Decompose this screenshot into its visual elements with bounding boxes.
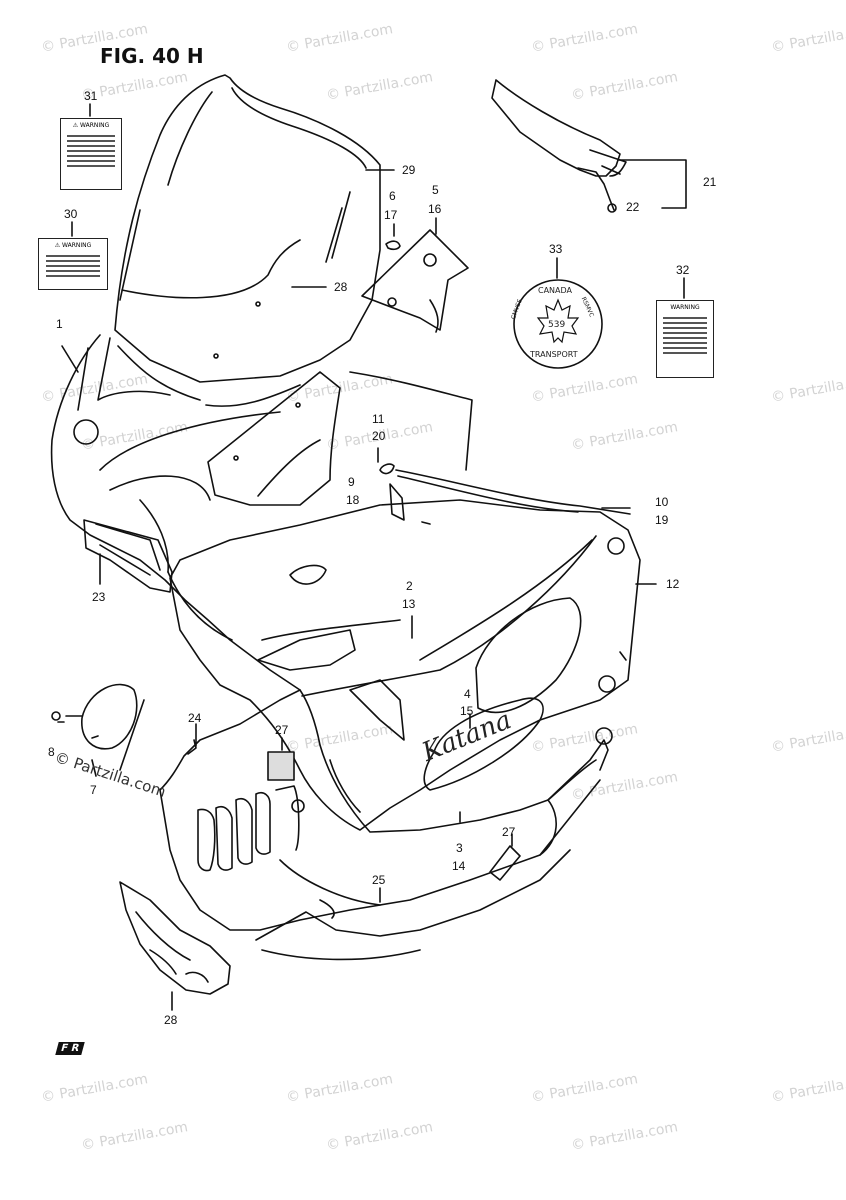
round-cover-part [51, 683, 138, 750]
canada-cmvss-badge [513, 279, 603, 369]
upper-right-trim-part [491, 79, 627, 213]
part-label-24: 24 [188, 711, 202, 725]
part-label-16: 16 [428, 202, 442, 216]
lower-cowl-part [159, 689, 613, 961]
part-label-4: 4 [464, 687, 471, 701]
warning-label-heading: ⚠ WARNING [54, 242, 92, 249]
left-duct-part [83, 519, 173, 593]
warning-label-text-lines [45, 252, 101, 280]
part-label-19: 19 [655, 513, 669, 527]
warning-label-32: WARNING [656, 300, 714, 378]
part-label-3: 3 [456, 841, 463, 855]
windscreen-part [114, 74, 381, 383]
badge-bottom-text: TRANSPORT [530, 350, 578, 359]
warning-label-30: ⚠ WARNING [38, 238, 108, 290]
part-label-6: 6 [389, 189, 396, 203]
part-label-23: 23 [92, 590, 106, 604]
part-label-27b: 27 [502, 825, 516, 839]
part-label-32: 32 [676, 263, 690, 277]
upper-cowl-part [50, 334, 301, 691]
warning-label-heading: WARNING [670, 304, 700, 311]
middle-cowl-part [169, 499, 641, 831]
part-label-8: 8 [48, 745, 55, 759]
part-label-5: 5 [432, 183, 439, 197]
part-label-21: 21 [703, 175, 717, 189]
part-label-14: 14 [452, 859, 466, 873]
part-label-22: 22 [626, 200, 640, 214]
side-plate-part [361, 229, 469, 333]
part-label-28: 28 [334, 280, 348, 294]
part-label-1: 1 [56, 317, 63, 331]
figure-title: FIG. 40 H [100, 44, 204, 68]
part-label-25: 25 [372, 873, 386, 887]
warning-label-heading: ⚠ WARNING [72, 122, 110, 129]
part-label-17: 17 [384, 208, 398, 222]
badge-center-text: 539 [548, 320, 566, 330]
bottom-left-panel-part [119, 881, 231, 995]
front-arrow-icon: F R [55, 1042, 85, 1055]
part-label-7: 7 [90, 783, 97, 797]
warning-label-text-lines [662, 314, 708, 357]
part-label-29: 29 [402, 163, 416, 177]
part-label-12: 12 [666, 577, 680, 591]
part-label-15: 15 [460, 704, 474, 718]
part-label-2: 2 [406, 579, 413, 593]
part-label-9: 9 [348, 475, 355, 489]
part-label-31: 31 [84, 89, 98, 103]
inner-panel-part [207, 371, 631, 525]
part-label-28b: 28 [164, 1013, 178, 1027]
warning-label-31: ⚠ WARNING [60, 118, 122, 190]
part-label-18: 18 [346, 493, 360, 507]
part-label-27: 27 [275, 723, 289, 737]
part-label-20: 20 [372, 429, 386, 443]
badge-top-text: CANADA [538, 286, 573, 295]
warning-label-text-lines [67, 132, 115, 170]
part-label-30: 30 [64, 207, 78, 221]
part-label-13: 13 [402, 597, 416, 611]
part-label-10: 10 [655, 495, 669, 509]
part-label-33: 33 [549, 242, 563, 256]
part-label-11: 11 [372, 412, 385, 426]
